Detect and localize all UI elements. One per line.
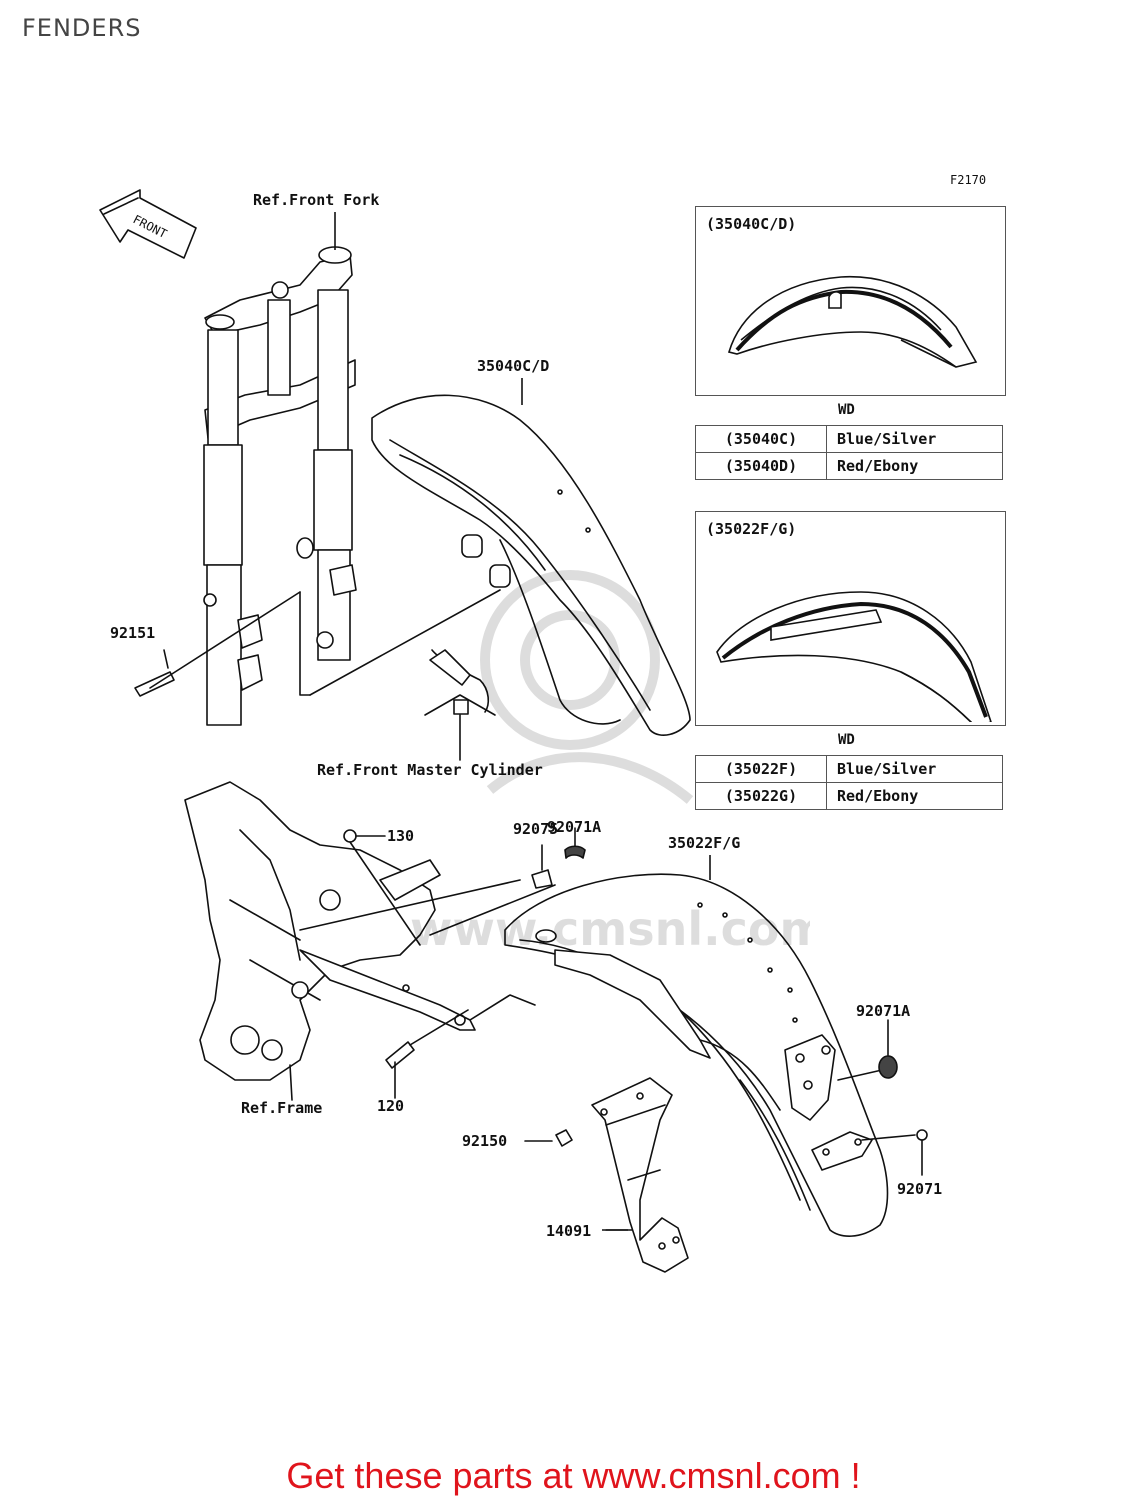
table-row: (35040D) Red/Ebony	[695, 452, 1003, 480]
hose-clamp-drawing	[424, 649, 496, 761]
bolt-92150-drawing	[524, 1129, 573, 1147]
color-code: (35040C)	[695, 425, 827, 453]
label-ref-frame: Ref.Frame	[241, 1099, 322, 1117]
front-fender-variant-box: (35040C/D)	[695, 206, 1006, 396]
label-130: 130	[387, 827, 414, 845]
frame-drawing	[184, 781, 521, 1101]
watermark-logo: www.cmsnl.com	[410, 570, 810, 956]
front-fender-variant-caption: (35040C/D)	[706, 215, 797, 233]
rear-fender-variant-drawing	[716, 591, 992, 722]
color-name: Blue/Silver	[826, 425, 1003, 453]
rear-fender-variant-box: (35022F/G)	[695, 511, 1006, 726]
rear-fender-color-table: (35022F) Blue/Silver (35022G) Red/Ebony	[695, 755, 1003, 810]
color-code: (35040D)	[695, 452, 827, 480]
clip-92075-drawing	[531, 844, 553, 889]
bolt-120-drawing	[385, 1009, 469, 1099]
label-14091: 14091	[546, 1222, 591, 1240]
table-row: (35040C) Blue/Silver	[695, 425, 1003, 453]
rear-mount-brackets-drawing	[784, 1034, 916, 1171]
front-arrow-icon	[99, 189, 197, 259]
label-92071A-right: 92071A	[856, 1002, 910, 1020]
rear-fender-wd-label: WD	[838, 732, 855, 748]
color-code: (35022F)	[695, 755, 827, 783]
label-92071: 92071	[897, 1180, 942, 1198]
label-92150: 92150	[462, 1132, 507, 1150]
page-title: FENDERS	[22, 14, 142, 42]
nut-92071-drawing	[916, 1129, 928, 1176]
label-ref-front-fork: Ref.Front Fork	[253, 191, 379, 209]
get-parts-link[interactable]: Get these parts at www.cmsnl.com !	[286, 1455, 861, 1496]
label-35022FG: 35022F/G	[668, 834, 740, 852]
front-fender-wd-label: WD	[838, 402, 855, 418]
label-ref-front-master-cylinder: Ref.Front Master Cylinder	[317, 761, 543, 779]
color-code: (35022G)	[695, 782, 827, 810]
svg-text:www.cmsnl.com: www.cmsnl.com	[410, 902, 810, 956]
rear-fender-drawing	[429, 873, 889, 1237]
rear-fender-variant-caption: (35022F/G)	[706, 520, 797, 538]
label-120: 120	[377, 1097, 404, 1115]
table-row: (35022G) Red/Ebony	[695, 782, 1003, 810]
label-92075: 92075	[513, 820, 558, 838]
bolt-130-drawing	[343, 829, 421, 946]
grommet-92071A-right-drawing	[878, 1019, 898, 1079]
label-35040CD: 35040C/D	[477, 357, 549, 375]
figure-code: F2170	[950, 173, 986, 187]
label-92071A-top: 92071A	[547, 818, 601, 836]
bracket-14091-drawing	[591, 1077, 689, 1273]
table-row: (35022F) Blue/Silver	[695, 755, 1003, 783]
color-name: Red/Ebony	[826, 782, 1003, 810]
color-name: Blue/Silver	[826, 755, 1003, 783]
bolt-92151-drawing	[134, 591, 311, 697]
color-name: Red/Ebony	[826, 452, 1003, 480]
front-fender-variant-drawing	[727, 275, 978, 368]
grommet-92071A-top-drawing	[564, 827, 586, 859]
front-fender-drawing	[309, 394, 691, 736]
label-92151: 92151	[110, 624, 155, 642]
front-fork-drawing	[203, 246, 357, 726]
front-fender-color-table: (35040C) Blue/Silver (35040D) Red/Ebony	[695, 425, 1003, 480]
